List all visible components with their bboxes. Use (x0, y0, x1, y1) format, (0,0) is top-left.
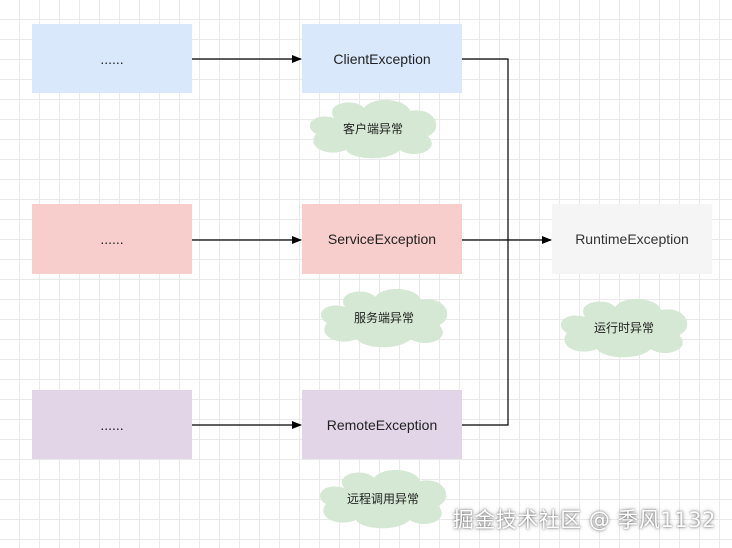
watermark: 掘金技术社区 @ 季风1132 (452, 508, 716, 532)
runtime-exception-box[interactable]: RuntimeException (552, 204, 712, 274)
service-source-label: ...... (100, 231, 124, 247)
runtime-cloud-label: 运行时异常 (593, 320, 654, 335)
cloud-shape-icon (320, 289, 448, 348)
remote-exception-box[interactable]: RemoteException (302, 390, 462, 459)
client-cloud-label: 客户端异常 (342, 121, 403, 136)
cloud-shape-icon (309, 100, 437, 159)
remote-exception-label: RemoteException (326, 416, 438, 433)
connector-remote-to-runtime (462, 240, 509, 426)
client-exception-label: ClientException (333, 50, 431, 67)
cloud-shape-icon (319, 470, 447, 529)
service-cloud[interactable]: 服务端异常 (312, 285, 456, 349)
client-source-box[interactable]: ...... (32, 24, 192, 93)
cloud-shape-icon (560, 299, 688, 358)
service-exception-box[interactable]: ServiceException (302, 204, 462, 274)
runtime-exception-label: RuntimeException (575, 231, 689, 247)
remote-source-box[interactable]: ...... (32, 390, 192, 459)
remote-source-label: ...... (100, 416, 124, 433)
service-source-box[interactable]: ...... (32, 204, 192, 274)
client-exception-box[interactable]: ClientException (302, 24, 462, 93)
service-cloud-label: 服务端异常 (353, 310, 414, 325)
remote-cloud[interactable]: 远程调用异常 (310, 466, 456, 530)
client-source-label: ...... (100, 50, 124, 67)
runtime-cloud[interactable]: 运行时异常 (552, 295, 696, 359)
remote-cloud-label: 远程调用异常 (346, 491, 419, 506)
connector-client-to-runtime (462, 58, 509, 240)
client-cloud[interactable]: 客户端异常 (302, 96, 444, 160)
service-exception-label: ServiceException (327, 231, 437, 247)
